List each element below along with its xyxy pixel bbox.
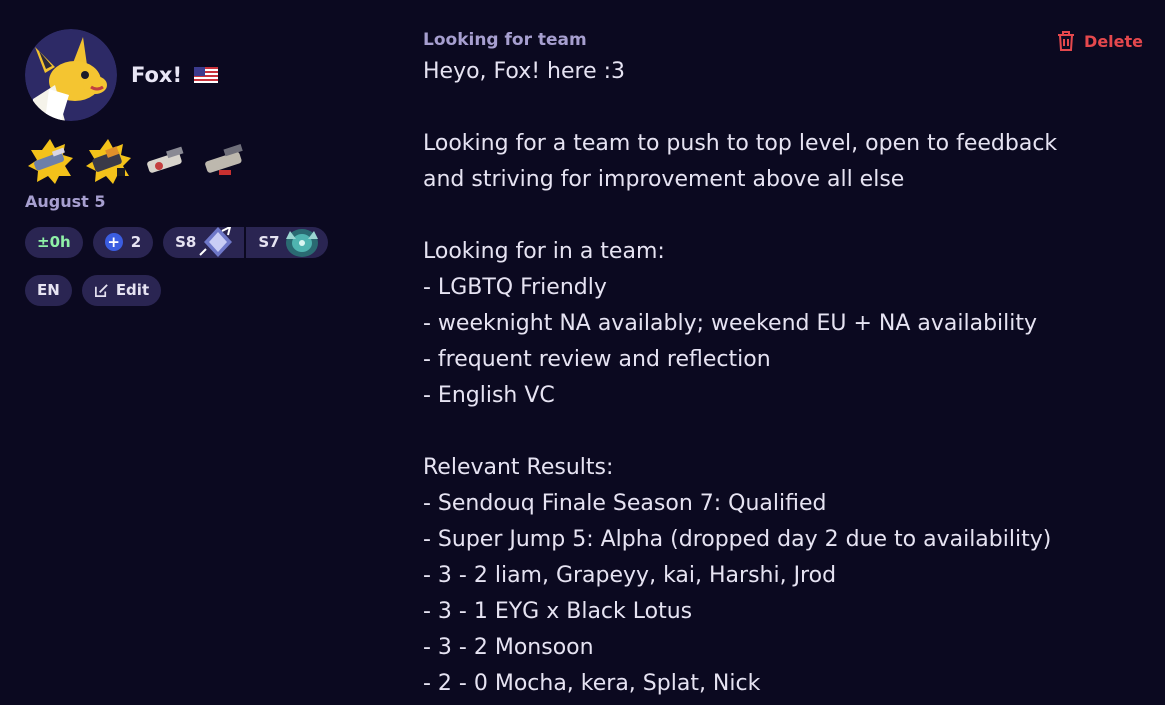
author-header: Fox! — [25, 28, 385, 122]
post-body: Heyo, Fox! here :3 Looking for a team to… — [423, 54, 1143, 702]
weapon-icon[interactable] — [141, 136, 191, 186]
actions-row: EN Edit — [25, 273, 385, 307]
season-ranks: S8 S7 — [163, 226, 328, 258]
diamond-rank-icon — [198, 226, 238, 258]
post-line: and striving for improvement above all e… — [423, 167, 905, 192]
season-rank-s7[interactable]: S7 — [244, 226, 327, 258]
post-line: - Super Jump 5: Alpha (dropped day 2 due… — [423, 527, 1052, 552]
stats-row: ±0h + 2 S8 — [25, 225, 385, 259]
post-line: - Sendouq Finale Season 7: Qualified — [423, 491, 827, 516]
season-rank-s8[interactable]: S8 — [163, 226, 244, 258]
post-line: Looking for in a team: — [423, 239, 665, 264]
post-panel: Looking for team Delete Heyo, Fox! here … — [423, 30, 1143, 702]
weapon-pool — [25, 136, 385, 186]
post-line: Relevant Results: — [423, 455, 614, 480]
season-label: S7 — [258, 233, 280, 251]
username[interactable]: Fox! — [131, 63, 183, 87]
us-flag-icon — [194, 67, 219, 83]
delete-label: Delete — [1084, 31, 1143, 51]
weapon-icon[interactable] — [83, 136, 133, 186]
post-line: - 3 - 1 EYG x Black Lotus — [423, 599, 693, 624]
post-line — [423, 90, 1143, 126]
weapon-icon[interactable] — [25, 136, 75, 186]
post-date: August 5 — [25, 192, 106, 211]
post-line: - LGBTQ Friendly — [423, 275, 607, 300]
plus-icon: + — [104, 233, 123, 251]
post-line: - English VC — [423, 383, 555, 408]
author-panel: Fox! — [25, 28, 385, 307]
post-line: - weeknight NA availably; weekend EU + N… — [423, 311, 1038, 336]
weapon-icon[interactable] — [199, 136, 249, 186]
post-line — [423, 414, 1143, 450]
post-type-label: Looking for team — [423, 30, 587, 50]
edit-icon — [94, 283, 108, 297]
plus-tier-badge: + 2 — [92, 226, 154, 258]
season-label: S8 — [175, 233, 197, 251]
post-line: - 3 - 2 liam, Grapeyy, kai, Harshi, Jrod — [423, 563, 837, 588]
post-line: - 2 - 0 Mocha, kera, Splat, Nick — [423, 671, 761, 696]
post-line: - 3 - 2 Monsoon — [423, 635, 594, 660]
timezone-diff-badge: ±0h — [25, 226, 83, 258]
plus-tier-value: 2 — [130, 233, 142, 251]
trash-icon — [1058, 31, 1075, 51]
post-line: - frequent review and reflection — [423, 347, 771, 372]
leviathan-rank-icon — [282, 227, 322, 258]
delete-button[interactable]: Delete — [1056, 30, 1143, 52]
edit-button[interactable]: Edit — [81, 274, 162, 306]
avatar[interactable] — [25, 29, 117, 121]
language-badge: EN — [25, 274, 72, 306]
edit-label: Edit — [115, 281, 150, 299]
post-line: Heyo, Fox! here :3 — [423, 59, 626, 84]
post-line — [423, 198, 1143, 234]
post-line: Looking for a team to push to top level,… — [423, 131, 1058, 156]
